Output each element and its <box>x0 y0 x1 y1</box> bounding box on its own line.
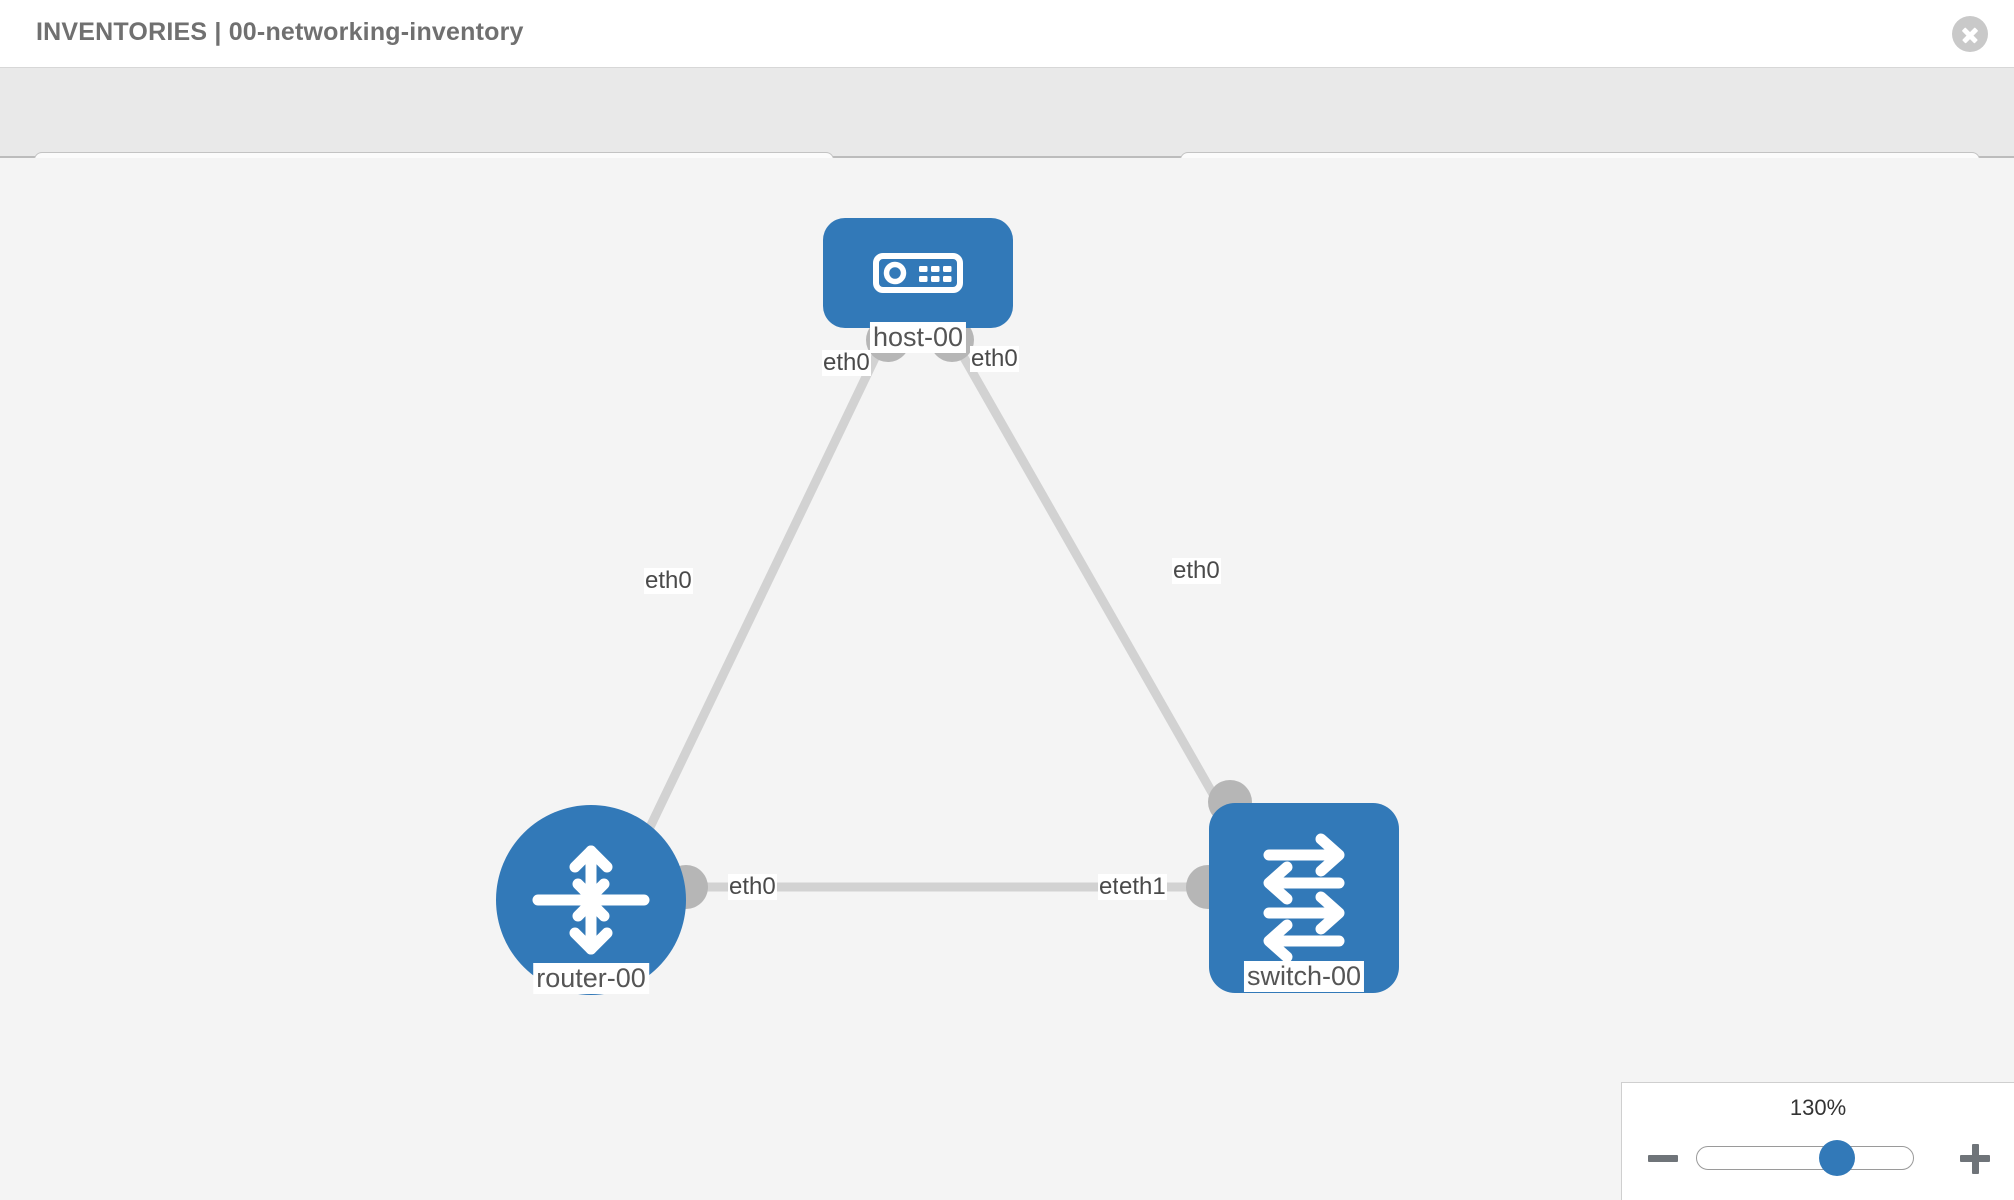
edge-label-router-right: eth0 <box>728 873 777 901</box>
zoom-slider[interactable] <box>1696 1140 1914 1176</box>
edge-label-host-left: eth0 <box>822 349 871 377</box>
node-label-router: router-00 <box>533 963 649 995</box>
zoom-out-button[interactable] <box>1646 1141 1680 1175</box>
node-label-switch: switch-00 <box>1243 961 1365 993</box>
link-host-switch <box>946 330 1242 841</box>
edge-label-host-right: eth0 <box>970 345 1019 373</box>
zoom-in-button[interactable] <box>1958 1141 1992 1175</box>
topology-node-router-00[interactable]: router-00 <box>496 805 686 995</box>
minus-icon <box>1648 1155 1678 1162</box>
page-header: INVENTORIES | 00-networking-inventory <box>0 0 2014 68</box>
close-icon[interactable] <box>1952 16 1988 52</box>
bidirectional-arrows-icon <box>1263 833 1345 963</box>
zoom-slider-thumb[interactable] <box>1819 1140 1855 1176</box>
edge-label-switch-left: eth1 <box>1118 873 1167 901</box>
server-appliance-icon <box>873 253 963 293</box>
zoom-level-label: 130% <box>1789 1095 1847 1120</box>
link-host-router <box>635 331 892 850</box>
edge-label-switch-up: eth0 <box>1172 557 1221 585</box>
page-title: INVENTORIES | 00-networking-inventory <box>36 18 524 46</box>
topology-canvas[interactable]: host-00 <box>0 158 2014 1200</box>
topology-node-switch-00[interactable]: switch-00 <box>1209 803 1399 993</box>
plus-icon-vertical <box>1971 1143 1979 1174</box>
zoom-slider-row <box>1622 1135 2014 1181</box>
node-label-host: host-00 <box>869 322 967 354</box>
edge-label-router-up: eth0 <box>644 567 693 595</box>
topology-node-host-00[interactable]: host-00 <box>823 218 1013 354</box>
zoom-control-panel: 130% <box>1621 1082 2014 1200</box>
four-arrows-converging-icon <box>532 845 650 955</box>
topology-toolbar: ACTIONS SEARCH <box>0 68 2014 210</box>
host-node-shape <box>823 218 1013 328</box>
